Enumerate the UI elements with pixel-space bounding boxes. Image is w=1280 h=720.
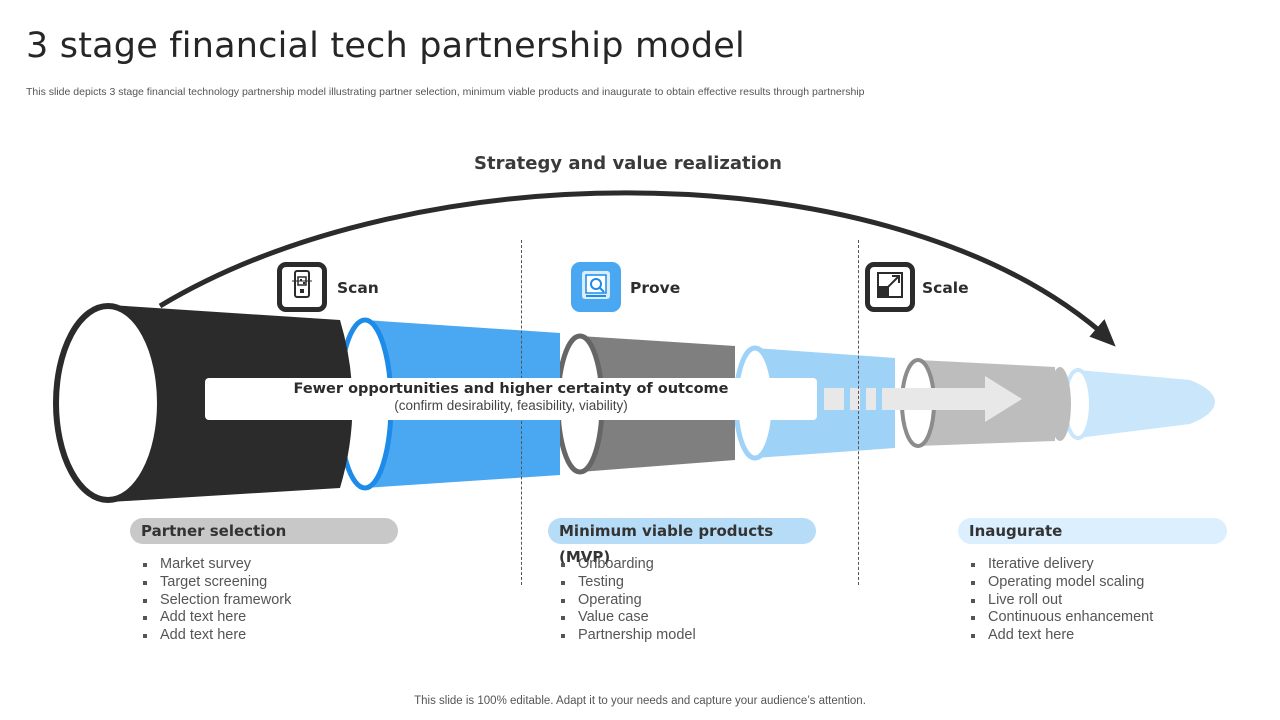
list-item: Testing [558,574,696,592]
list-item: Add text here [140,627,291,645]
banner-subtitle: (confirm desirability, feasibility, viab… [394,398,628,413]
prove-icon-box [571,262,621,312]
list-item: Selection framework [140,592,291,610]
list-item: Value case [558,609,696,627]
banner-title: Fewer opportunities and higher certainty… [293,381,729,397]
funnel-opening [53,303,163,503]
list-item: Operating [558,592,696,610]
list-item: Target screening [140,574,291,592]
list-item: Onboarding [558,556,696,574]
column-list-mvp: Onboarding Testing Operating Value case … [558,556,696,645]
list-item: Partnership model [558,627,696,645]
list-item: Continuous enhancement [968,609,1153,627]
page-title: 3 stage financial tech partnership model [26,26,745,66]
divider-2 [858,240,859,585]
footer-note: This slide is 100% editable. Adapt it to… [414,695,866,707]
column-list-partner-selection: Market survey Target screening Selection… [140,556,291,645]
stage-label-scan: Scan [337,279,379,297]
list-item: Live roll out [968,592,1153,610]
diagram-heading: Strategy and value realization [474,153,782,174]
curved-arrow [158,190,1112,342]
stage-label-prove: Prove [630,279,681,297]
scan-icon-box [277,262,327,312]
magnifier-chart-icon [579,268,613,307]
mobile-scan-icon [289,269,315,305]
resize-icon [876,271,904,304]
list-item: Market survey [140,556,291,574]
segment-pale-blue [1078,370,1215,438]
stage-label-scale: Scale [922,279,969,297]
column-header-inaugurate: Inaugurate [958,518,1227,544]
column-list-inaugurate: Iterative delivery Operating model scali… [968,556,1153,645]
list-item: Iterative delivery [968,556,1153,574]
page-subtitle: This slide depicts 3 stage financial tec… [26,86,865,98]
curved-arrow-head [1089,319,1116,347]
column-header-mvp: Minimum viable products (MVP) [548,518,816,566]
list-item: Add text here [140,609,291,627]
scale-icon-box [865,262,915,312]
list-item: Add text here [968,627,1153,645]
list-item: Operating model scaling [968,574,1153,592]
outcome-banner: Fewer opportunities and higher certainty… [205,378,817,420]
flow-arrow [882,376,1022,422]
column-header-partner-selection: Partner selection [130,518,398,544]
